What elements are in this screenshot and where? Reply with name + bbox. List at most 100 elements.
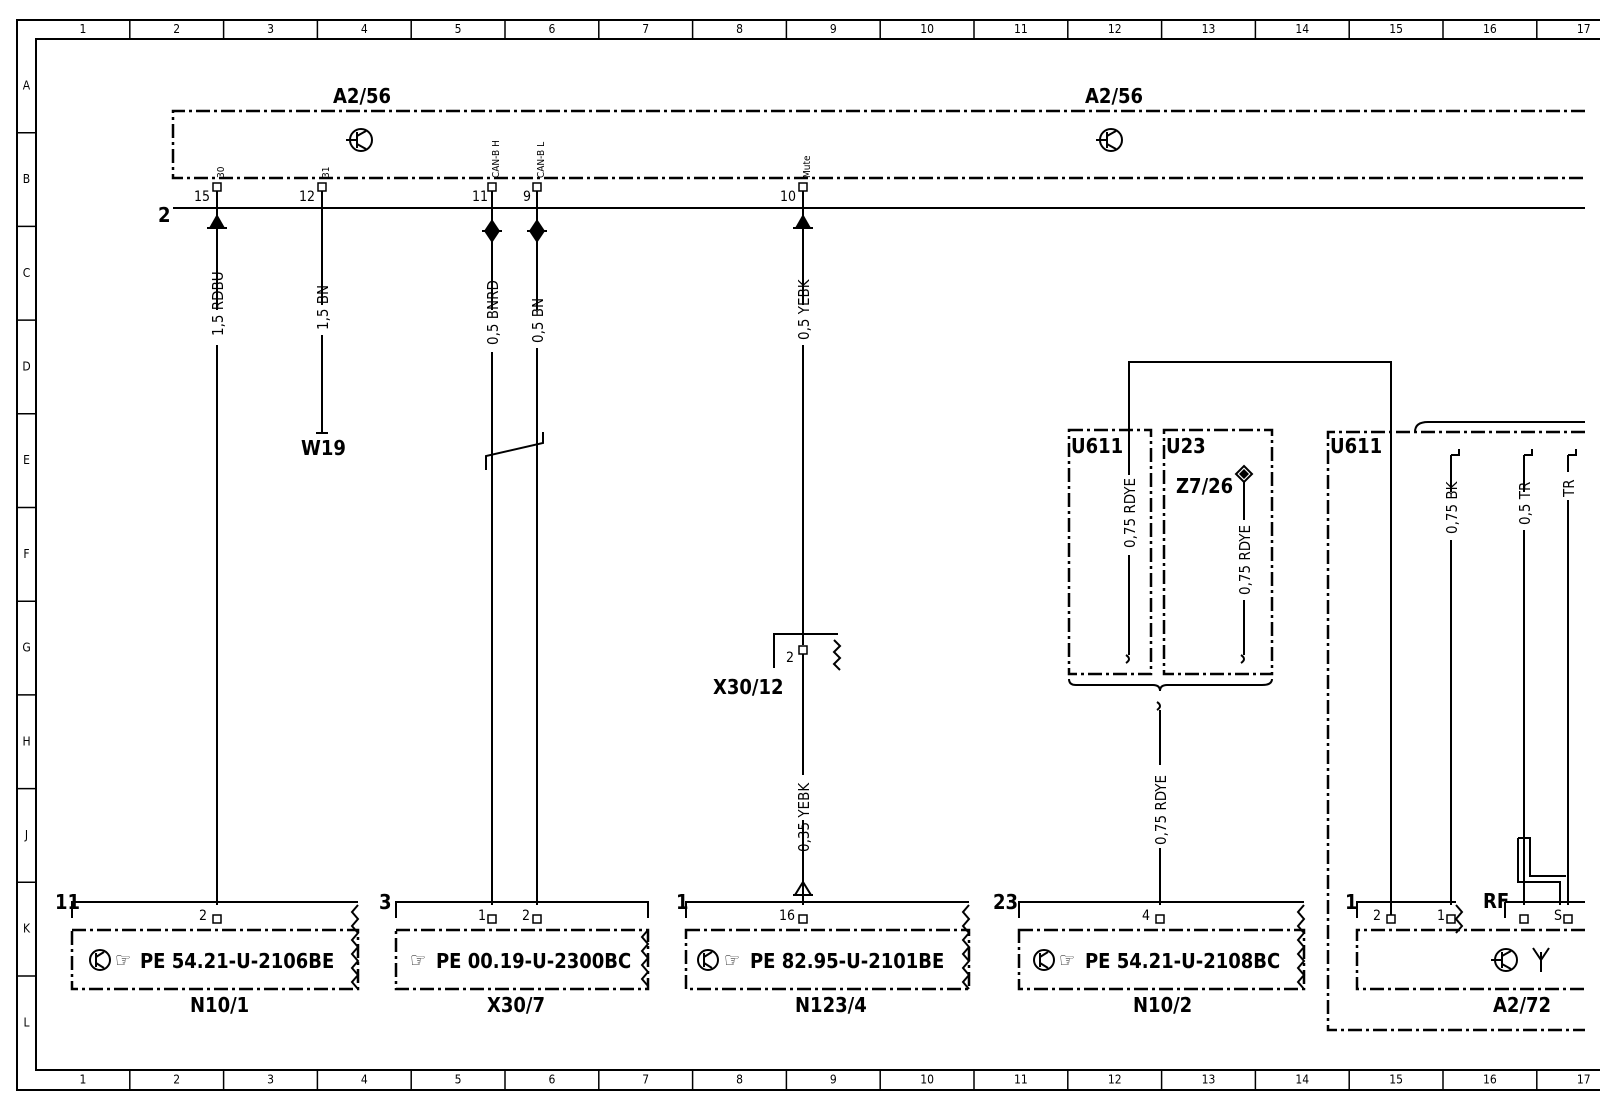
n10-1-label: N10/1 xyxy=(190,993,249,1017)
u23-label: U23 xyxy=(1166,434,1206,458)
grid-col-label: 13 xyxy=(1202,1073,1216,1087)
wire-label-merge: 0,75 RDYE xyxy=(1152,775,1170,845)
grid-col-label: 7 xyxy=(642,1073,649,1087)
x30-12-label: X30/12 xyxy=(713,675,784,699)
pointer-hand-icon: ☞ xyxy=(1059,948,1075,972)
pin-11-number: 11 xyxy=(472,189,488,205)
w19-ground-label: W19 xyxy=(301,436,346,460)
n10-2-pin: 4 xyxy=(1142,908,1150,924)
grid-col-label: 1 xyxy=(79,1073,86,1087)
amplifier-icon xyxy=(1033,949,1055,971)
wire-label-tr-05: 0,5 TR xyxy=(1516,482,1534,525)
grid-row-label: J xyxy=(24,828,28,842)
x30-7-pin-2: 2 xyxy=(522,908,530,924)
pin-11-signal: CAN-B H xyxy=(491,140,502,178)
grid-col-label: 17 xyxy=(1577,22,1591,36)
a2-56-ground-line-number: 2 xyxy=(158,203,171,227)
component-x30-7: 3 1 2 ☞ PE 00.19-U-2300BC X30/7 xyxy=(379,890,650,1017)
wire-label-bn-12: 1,5 BN xyxy=(314,285,332,330)
grid-row-label: L xyxy=(23,1015,29,1029)
a2-72-pin-1: 1 xyxy=(1437,908,1445,924)
module-a2-56: A2/56 A2/56 2 xyxy=(158,84,1585,227)
grid-row-label: C xyxy=(23,266,31,280)
grid-col-label: 7 xyxy=(642,22,649,36)
a2-72-conn-number: 1 xyxy=(1345,890,1358,914)
antenna-icon xyxy=(1532,947,1550,972)
wire-label-yebk-035: 0,35 YEBK xyxy=(795,782,813,852)
x30-7-label: X30/7 xyxy=(487,993,545,1017)
z7-26-splice: Z7/26 xyxy=(1176,464,1254,498)
wire-label-rdbu: 1,5 RDBU xyxy=(209,271,227,336)
wire-label-bnrd: 0,5 BNRD xyxy=(484,280,502,345)
grid-row-label: K xyxy=(23,922,31,936)
wire-label-u23: 0,75 RDYE xyxy=(1236,525,1254,595)
n10-2-conn-number: 23 xyxy=(993,890,1018,914)
grid-col-label: 5 xyxy=(455,22,462,36)
component-n123-4: 1 16 ☞ PE 82.95-U-2101BE N123/4 xyxy=(676,890,971,1017)
grid-col-label: 15 xyxy=(1389,22,1403,36)
grid-col-label: 16 xyxy=(1483,1073,1497,1087)
amplifier-icon xyxy=(697,949,719,971)
wire-label-yebk: 0,5 YEBK xyxy=(795,278,813,340)
grid-col-label: 3 xyxy=(267,1073,274,1087)
component-n10-1: 11 2 ☞ PE 54.21-U-2106BE N10/1 xyxy=(55,890,360,1017)
pin-10-number: 10 xyxy=(780,189,796,205)
component-n10-2: 23 4 ☞ PE 54.21-U-2108BC N10/2 xyxy=(993,890,1306,1017)
x30-7-conn-number: 3 xyxy=(379,890,392,914)
connector-x30-12: 2 X30/12 xyxy=(713,633,842,699)
wire-label-bk: 0,75 BK xyxy=(1443,480,1461,534)
n123-4-pin: 16 xyxy=(779,908,795,924)
pin-9-number: 9 xyxy=(523,189,531,205)
grid-col-label: 11 xyxy=(1014,22,1028,36)
wire-label-u611: 0,75 RDYE xyxy=(1121,478,1139,548)
wire-label-bn-9: 0,5 BN xyxy=(529,298,547,343)
wire-label-tr: TR xyxy=(1560,479,1578,498)
wire-pin10: 0,5 YEBK 2 X30/12 0,35 YEBK xyxy=(713,191,842,905)
u611-label-right: U611 xyxy=(1330,434,1382,458)
amplifier-icon xyxy=(1491,948,1518,972)
grid-col-label: 14 xyxy=(1295,1073,1309,1087)
pointer-hand-icon: ☞ xyxy=(410,948,426,972)
grid-row-label: F xyxy=(23,547,29,561)
n10-2-ref: PE 54.21-U-2108BC xyxy=(1085,949,1280,973)
n123-4-ref: PE 82.95-U-2101BE xyxy=(750,949,944,973)
grid-row-label: H xyxy=(22,734,30,748)
pin-9-signal: CAN-B L xyxy=(536,142,547,178)
grid-col-label: 3 xyxy=(267,22,274,36)
wire-pin15: 1,5 RDBU xyxy=(207,191,227,905)
pin-10-signal: Mute xyxy=(802,155,813,178)
grid-col-label: 12 xyxy=(1108,22,1122,36)
grid-col-label: 2 xyxy=(173,22,180,36)
n10-2-label: N10/2 xyxy=(1133,993,1192,1017)
grid-col-label: 8 xyxy=(736,22,743,36)
grid-col-label: 1 xyxy=(79,22,86,36)
n123-4-label: N123/4 xyxy=(795,993,867,1017)
n10-1-pin: 2 xyxy=(199,908,207,924)
u611-a2-72-region: U611 0,75 BK 0,5 TR TR xyxy=(1326,421,1585,1032)
z7-26-label: Z7/26 xyxy=(1176,474,1233,498)
grid-col-label: 15 xyxy=(1389,1073,1403,1087)
wire-pin12: 1,5 BN W19 xyxy=(301,191,346,460)
grid-col-label: 13 xyxy=(1202,22,1216,36)
grid-row-label: B xyxy=(23,172,30,186)
x30-7-pin-1: 1 xyxy=(478,908,486,924)
drawing-frame xyxy=(16,19,1600,1091)
grid-column-labels: 1122334455667788991010111112121313141415… xyxy=(79,20,1591,1090)
grid-row-label: E xyxy=(23,453,30,467)
grid-col-label: 9 xyxy=(830,1073,837,1087)
u611-label-left: U611 xyxy=(1071,434,1123,458)
component-a2-72: 1 RF 2 1 S A2/72 xyxy=(1345,889,1585,1017)
amplifier-icon-right xyxy=(1096,128,1123,152)
grid-col-label: 8 xyxy=(736,1073,743,1087)
grid-col-label: 17 xyxy=(1577,1073,1591,1087)
x30-12-pin: 2 xyxy=(786,650,794,666)
n10-1-ref: PE 54.21-U-2106BE xyxy=(140,949,334,973)
pin-12-number: 12 xyxy=(299,189,315,205)
pin-15-signal: 30 xyxy=(216,166,227,178)
grid-col-label: 16 xyxy=(1483,22,1497,36)
grid-col-label: 9 xyxy=(830,22,837,36)
grid-col-label: 12 xyxy=(1108,1073,1122,1087)
grid-col-label: 6 xyxy=(548,22,555,36)
a2-56-label-left: A2/56 xyxy=(333,84,391,108)
